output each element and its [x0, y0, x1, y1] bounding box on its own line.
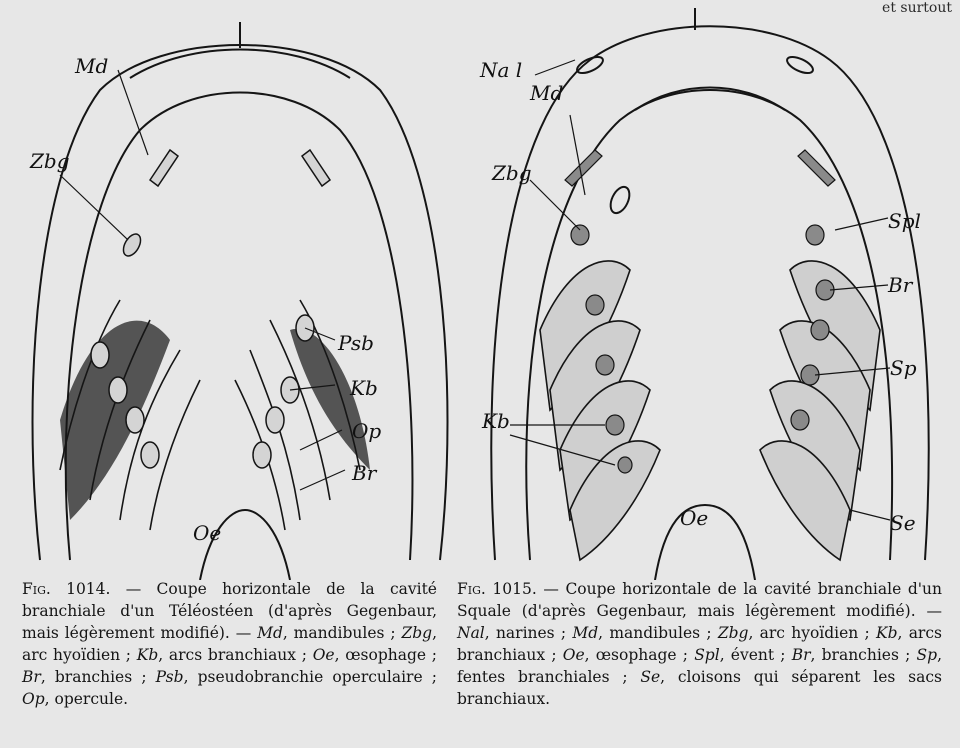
right-nostril	[785, 54, 815, 77]
label-oe: Oe	[193, 521, 221, 545]
mandible-arc	[130, 50, 350, 79]
right-mandible-cartilage	[302, 150, 330, 186]
label-nal: Na l	[479, 58, 522, 82]
head-outline	[491, 26, 928, 560]
label-op: Op	[352, 419, 381, 443]
caption-fig-1015: Fig. 1015. — Coupe horizontale de la cav…	[457, 578, 942, 710]
label-kb: Kb	[481, 409, 510, 433]
left-gill-shading	[60, 321, 170, 520]
spiracle	[607, 184, 633, 216]
shark-right-gill-sacs	[760, 261, 880, 560]
label-psb: Psb	[337, 331, 374, 355]
label-md: Md	[74, 54, 108, 78]
label-zbg: Zbg	[29, 149, 70, 173]
label-oe: Oe	[680, 506, 708, 530]
label-kb: Kb	[349, 376, 378, 400]
label-br: Br	[887, 273, 914, 297]
label-spl: Spl	[888, 209, 921, 233]
figure-1015-drawing: Na l Md Zbg Spl Br Sp Kb Oe Se	[470, 0, 960, 580]
caption-number: Fig. 1014.	[22, 580, 110, 598]
caption-fig-1014: Fig. 1014. — Coupe horizontale de la cav…	[22, 578, 437, 710]
label-sp: Sp	[890, 356, 917, 380]
caption-number: Fig. 1015.	[457, 580, 537, 598]
label-md: Md	[529, 81, 563, 105]
left-mandible-cartilage	[150, 150, 178, 186]
label-se: Se	[890, 511, 916, 535]
figure-1014-drawing: Md Zbg Psb Kb Op Br Oe	[0, 0, 470, 580]
label-br: Br	[351, 461, 378, 485]
left-nostril	[575, 54, 605, 77]
label-zbg: Zbg	[491, 161, 532, 185]
